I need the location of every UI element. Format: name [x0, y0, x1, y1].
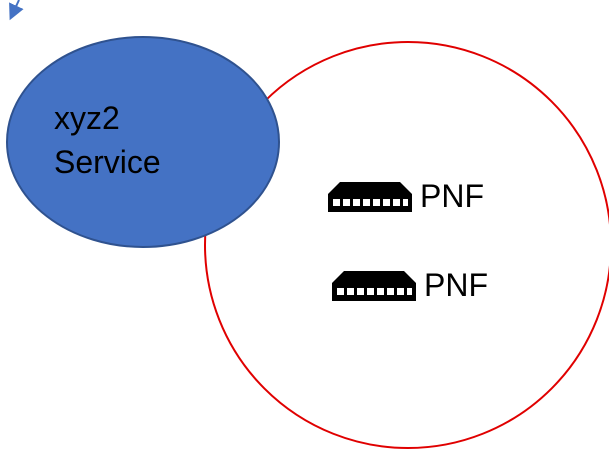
- pnf-domain-circle: [204, 41, 609, 449]
- service-label-line2: Service: [54, 144, 161, 180]
- pnf-node: PNF: [330, 267, 488, 303]
- pnf-label: PNF: [420, 178, 484, 214]
- service-label-line1: xyz2: [54, 100, 120, 136]
- network-switch-icon: [332, 271, 416, 301]
- service-ellipse: [6, 36, 280, 248]
- service-label: xyz2 Service: [54, 96, 224, 184]
- connector-arrow: [9, 0, 24, 21]
- pnf-node: PNF: [326, 178, 484, 214]
- pnf-label: PNF: [424, 267, 488, 303]
- network-switch-icon: [328, 182, 412, 212]
